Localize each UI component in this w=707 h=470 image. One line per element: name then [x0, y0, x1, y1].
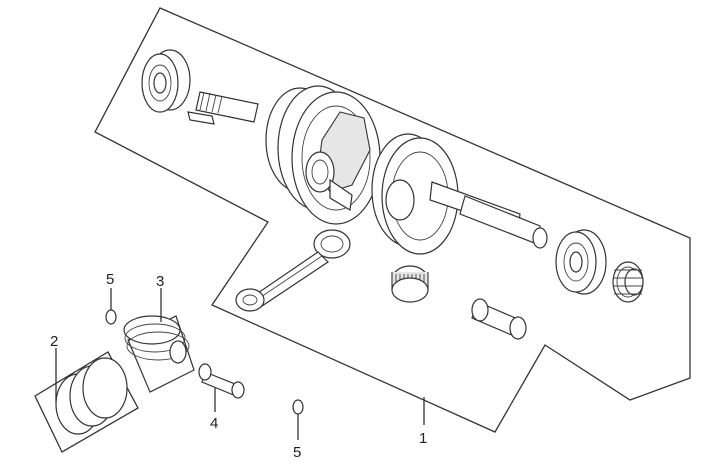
callout-2: 2: [50, 333, 58, 350]
piston-rings: [34, 351, 139, 453]
left-bearing: [141, 49, 191, 113]
callout-3: 3: [156, 273, 164, 290]
circlip-upper: [105, 309, 117, 325]
crankshaft-assembly-outline: [94, 7, 691, 433]
woodruff-key: [187, 111, 215, 125]
threaded-shaft-end: [195, 91, 259, 123]
timing-gear: [612, 261, 644, 303]
callout-5-upper: 5: [106, 271, 114, 288]
connecting-rod: [235, 229, 351, 312]
piston-pin: [198, 363, 245, 399]
piston: [123, 315, 195, 393]
circlip-lower: [292, 399, 304, 415]
right-bearing: [555, 229, 607, 295]
callout-5-lower: 5: [293, 444, 301, 461]
right-crank-shaft: [429, 181, 548, 249]
right-flywheel: [371, 133, 459, 255]
left-flywheel: [265, 85, 381, 225]
needle-bearing: [391, 265, 429, 303]
callout-4: 4: [210, 415, 218, 432]
crank-pin: [471, 298, 527, 340]
callout-1: 1: [419, 430, 427, 447]
